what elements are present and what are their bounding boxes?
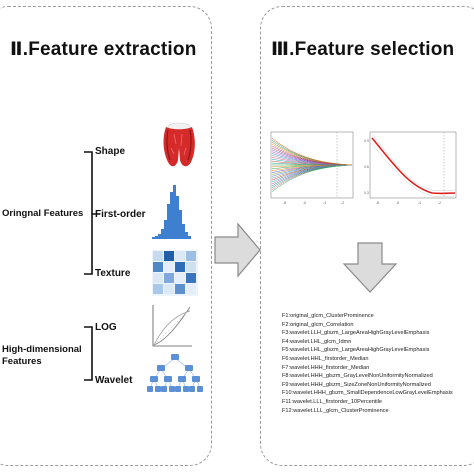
svg-text:0.3: 0.3 <box>364 191 369 195</box>
coefficient-path <box>271 164 353 189</box>
svg-text:-2: -2 <box>341 201 344 205</box>
svg-text:-6: -6 <box>396 201 399 205</box>
original-features-label: Oringnal Features <box>2 208 84 219</box>
svg-text:-6: -6 <box>303 201 306 205</box>
high-dim-label-line1: High-dimensional <box>2 344 82 355</box>
feature-selection-title: Ⅲ.Feature selection <box>271 39 455 60</box>
lasso-coefficient-plot: -8 -6 -4 -2 <box>265 128 356 208</box>
right-arrow-icon <box>214 222 261 278</box>
high-dim-bracket <box>84 326 93 381</box>
high-dim-label-line2: Features <box>2 356 42 367</box>
feature-extraction-panel <box>0 6 212 466</box>
feature-selection-panel <box>260 6 474 466</box>
texture-matrix-icon <box>152 250 198 296</box>
histogram-icon <box>152 185 191 239</box>
coefficient-path <box>271 138 353 166</box>
texture-label: Texture <box>95 268 131 279</box>
svg-text:0.6: 0.6 <box>364 165 369 169</box>
log-curve-icon <box>152 305 192 347</box>
cross-validation-plot: -8 -6 -4 -2 0.9 0.6 0.3 <box>362 128 460 208</box>
selected-feature-item: F6:wavelet.HHL_firstorder_Median <box>282 355 369 362</box>
selected-feature-item: F3:wavelet.LLH_glszm_LargeAreaHighGrayLe… <box>282 330 430 337</box>
wavelet-tree-icon <box>147 354 203 392</box>
selected-feature-item: F11:wavelet.LLL_firstorder_10Percentile <box>282 398 383 405</box>
selected-feature-item: F2:original_glcm_Correlation <box>282 321 354 328</box>
coefficient-path <box>271 164 353 179</box>
selected-feature-item: F5:wavelet.LHL_glszm_LargeAreaHighGrayLe… <box>282 347 430 354</box>
svg-text:-8: -8 <box>376 201 379 205</box>
selected-feature-item: F8:wavelet.HHH_glszm_GrayLevelNonUniform… <box>282 373 433 380</box>
feature-extraction-title: Ⅱ.Feature extraction <box>10 39 197 60</box>
selected-feature-item: F9:wavelet.HHH_glszm_SizeZoneNonUniformi… <box>282 381 431 388</box>
log-label: LOG <box>95 322 117 333</box>
selected-feature-item: F1:original_glcm_ClusterProminence <box>282 313 374 319</box>
coefficient-path <box>271 162 353 166</box>
selected-feature-item: F7:wavelet.HHH_firstorder_Median <box>282 364 370 371</box>
shape-label: Shape <box>95 146 126 157</box>
coefficient-path <box>271 147 353 166</box>
first-order-label: First-order <box>95 209 146 220</box>
down-arrow-icon <box>342 242 398 293</box>
selected-feature-item: F10:wavelet.HHH_glszm_SmallDependenceLow… <box>282 390 453 397</box>
svg-text:-4: -4 <box>323 201 326 205</box>
wavelet-label: Wavelet <box>95 375 133 386</box>
selected-feature-item: F12:wavelet.LLL_glcm_ClusterProminence <box>282 407 389 414</box>
thyroid-shape-icon <box>163 122 195 167</box>
selected-feature-item: F4:wavelet.LHL_glcm_Idmn <box>282 338 352 345</box>
original-bracket <box>84 151 100 275</box>
svg-text:0.9: 0.9 <box>364 139 369 143</box>
svg-text:-8: -8 <box>283 201 286 205</box>
svg-text:-2: -2 <box>438 201 441 205</box>
svg-text:-4: -4 <box>418 201 421 205</box>
